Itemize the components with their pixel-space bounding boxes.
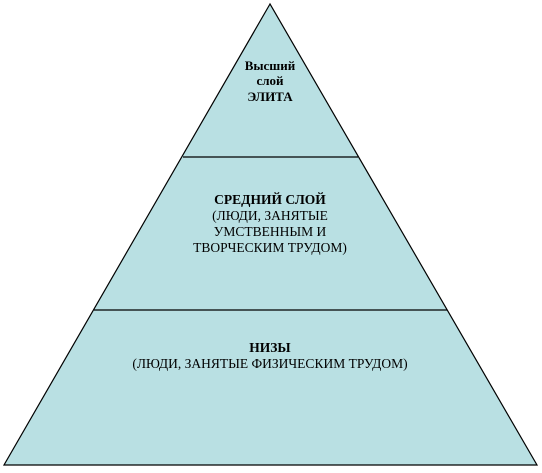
tier-middle-line-1: (ЛЮДИ, ЗАНЯТЫЕ xyxy=(212,207,328,223)
tier-bottom-title: НИЗЫ xyxy=(249,340,291,355)
tier-elite-line-1: Высший xyxy=(244,58,296,73)
tier-elite-line-2: слой xyxy=(256,73,284,89)
tier-middle-line-2: УМСТВЕННЫМ И xyxy=(213,223,327,239)
tier-middle-line-3: ТВОРЧЕСКИМ ТРУДОМ) xyxy=(193,239,347,255)
tier-middle-title: СРЕДНИЙ СЛОЙ xyxy=(214,192,326,207)
tier-middle-text: СРЕДНИЙ СЛОЙ (ЛЮДИ, ЗАНЯТЫЕ УМСТВЕННЫМ И… xyxy=(152,192,388,256)
tier-bottom-text: НИЗЫ (ЛЮДИ, ЗАНЯТЫЕ ФИЗИЧЕСКИМ ТРУДОМ) xyxy=(80,340,460,372)
pyramid-triangle xyxy=(2,2,539,466)
tier-elite-line-3: ЭЛИТА xyxy=(247,88,293,104)
tier-elite-text: Высший слой ЭЛИТА xyxy=(214,58,326,104)
tier-bottom-line-1: (ЛЮДИ, ЗАНЯТЫЕ ФИЗИЧЕСКИМ ТРУДОМ) xyxy=(132,355,408,371)
